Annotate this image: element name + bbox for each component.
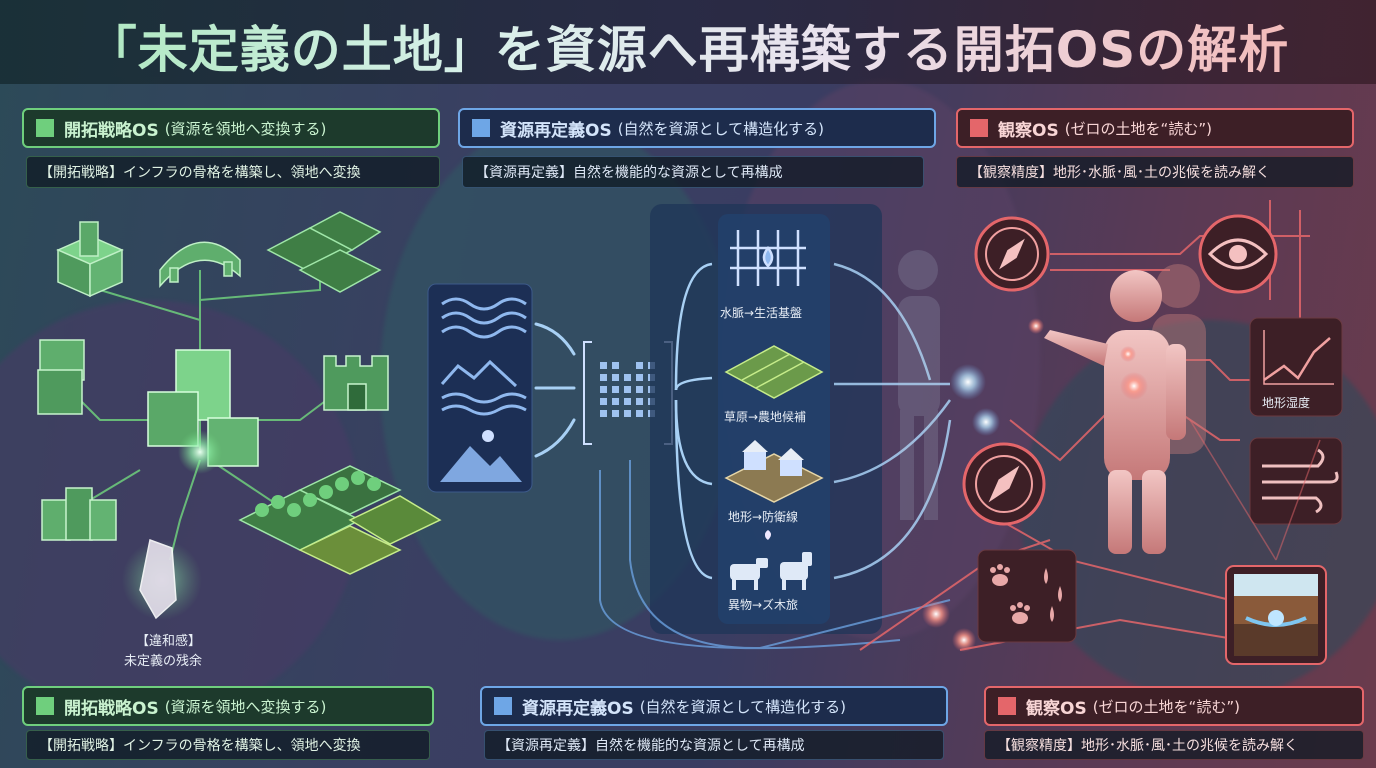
wind-icon: [1249, 437, 1343, 525]
water-arrows-icon: [730, 230, 806, 286]
eye-icon: [1198, 214, 1278, 294]
red-scan-rays: [1189, 419, 1321, 561]
transform-label-foreign: 異物→ズ木旅: [728, 598, 799, 612]
blue-glow-node: [950, 364, 986, 400]
panel-name: 観察OS: [1026, 698, 1087, 719]
red-glow-node: [922, 600, 950, 628]
human-figure-icon: [1044, 264, 1206, 554]
compass-icon-top: [974, 216, 1050, 292]
red-panel-title-bottom: 観察OS (ゼロの土地を“読む”): [984, 686, 1364, 726]
panel-name: 開拓戦略OS: [64, 120, 159, 141]
tower-blocks-icon: [41, 487, 117, 541]
green-panel-title-bottom: 開拓戦略OS (資源を領地へ変換する): [22, 686, 434, 726]
transform-label-water: 水脈→生活基盤: [720, 306, 803, 320]
red-glow-node: [1120, 346, 1136, 362]
red-square-icon: [998, 697, 1016, 715]
red-panel-sub-bottom: 【観察精度】地形･水脈･風･土の兆候を読み解く: [984, 730, 1364, 760]
green-square-icon: [36, 119, 54, 137]
panel-desc: (ゼロの土地を“読む”): [1092, 697, 1240, 716]
blue-panel-sub-top: 【資源再定義】自然を機能的な資源として再構成: [462, 156, 924, 188]
panel-name: 資源再定義OS: [500, 120, 612, 141]
transform-label-terrain: 地形→防衛線: [728, 510, 799, 524]
red-panel-title-top: 観察OS (ゼロの土地を“読む”): [956, 108, 1354, 148]
field-icon: [724, 345, 824, 399]
blue-panel-sub-bottom: 【資源再定義】自然を機能的な資源として再構成: [484, 730, 944, 760]
panel-desc: (資源を領地へ変換する): [164, 119, 327, 138]
title-bar: [0, 0, 1376, 84]
red-glow-node: [1120, 372, 1148, 400]
red-square-icon: [970, 119, 988, 137]
red-panel-sub-top: 【観察精度】地形･水脈･風･土の兆候を読み解く: [956, 156, 1354, 188]
branch-arrows: [674, 262, 713, 580]
green-panel-title-top: 開拓戦略OS (資源を領地へ変換する): [22, 108, 440, 148]
input-arrows: [534, 322, 576, 458]
anomaly-label-line2: 未定義の残余: [124, 654, 203, 669]
anomaly-label-line1: 【違和感】: [136, 634, 202, 649]
panel-desc: (自然を資源として構造化する): [617, 119, 824, 138]
castle-wall-icon: [323, 355, 389, 411]
green-panel-sub-top: 【開拓戦略】インフラの骨格を構築し、領地へ変換: [26, 156, 440, 188]
bridge-icon: [159, 241, 241, 289]
wave-water-icon: [440, 359, 527, 416]
panel-desc: (資源を領地へ変換する): [164, 697, 327, 716]
green-glow-node: [178, 430, 222, 474]
panel-name: 観察OS: [998, 120, 1059, 141]
farm-grid-icon: [266, 211, 382, 293]
compass-icon-bottom: [962, 442, 1046, 526]
buildings-icon: [56, 221, 124, 298]
panel-desc: (自然を資源として構造化する): [639, 697, 846, 716]
soil-water-icon: [1225, 565, 1327, 665]
chart-label: 地形湿度: [1262, 396, 1311, 410]
blue-glow-node: [972, 408, 1000, 436]
footprints-icon: [977, 549, 1077, 643]
transform-column: [718, 214, 830, 624]
page-title: 「未定義の土地」を資源へ再構築する開拓OSの解析: [0, 10, 1376, 82]
stacked-cubes-icon: [37, 339, 85, 415]
blue-square-icon: [494, 697, 512, 715]
crystal-icon: [122, 538, 202, 620]
feedback-loop: [599, 460, 951, 650]
green-square-icon: [36, 697, 54, 715]
blue-square-icon: [472, 119, 490, 137]
transform-label-field: 草原→農地候補: [724, 410, 807, 424]
houses-icon: [724, 440, 824, 503]
cattle-icon: [730, 530, 812, 590]
ghost-figure: [898, 250, 940, 520]
blue-input-card: [427, 283, 533, 493]
wave-icon: [441, 297, 527, 339]
mountain-icon: [440, 430, 522, 482]
green-panel-sub-bottom: 【開拓戦略】インフラの骨格を構築し、領地へ変換: [26, 730, 430, 760]
line-chart-icon: [1249, 317, 1343, 417]
red-glow-node: [952, 628, 976, 652]
panel-name: 開拓戦略OS: [64, 698, 159, 719]
output-arrows: [833, 262, 952, 580]
panel-desc: (ゼロの土地を“読む”): [1064, 119, 1212, 138]
forest-fields-icon: [238, 465, 442, 575]
blue-panel-title-top: 資源再定義OS (自然を資源として構造化する): [458, 108, 936, 148]
central-blocks-icon: [147, 349, 259, 467]
blue-panel-title-bottom: 資源再定義OS (自然を資源として構造化する): [480, 686, 948, 726]
panel-name: 資源再定義OS: [522, 698, 634, 719]
red-glow-node: [1028, 318, 1044, 334]
